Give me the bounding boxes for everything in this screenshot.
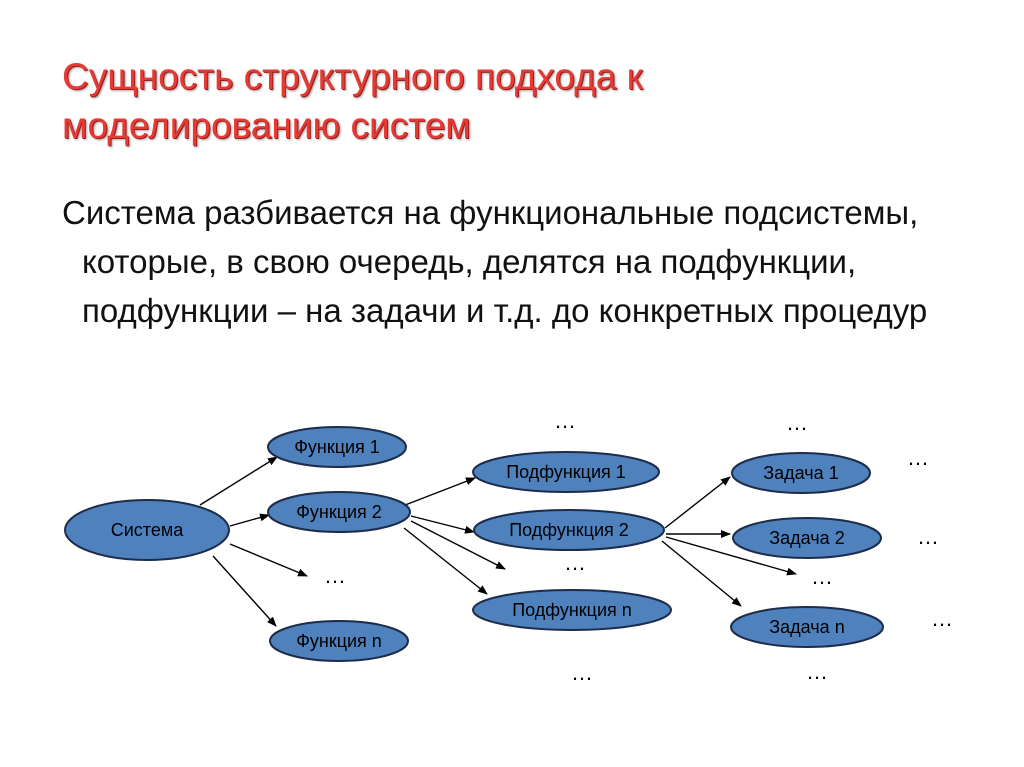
node-sub1-label: Подфункция 1 xyxy=(506,462,626,482)
body-paragraph: Система разбивается на функциональные по… xyxy=(62,194,928,329)
node-task1-label: Задача 1 xyxy=(763,463,838,483)
title-line-2: моделированию систем xyxy=(62,105,471,146)
title-line-1: Сущность структурного подхода к xyxy=(62,56,643,97)
arrows xyxy=(199,456,797,627)
ellipsis-functions: … xyxy=(324,563,346,588)
node-taskn: Задача n xyxy=(730,606,884,648)
ellipsis-task-middle: … xyxy=(811,564,833,589)
node-task2: Задача 2 xyxy=(732,517,882,559)
node-funcn-label: Функция n xyxy=(296,631,382,651)
ellipsis-task-top: … xyxy=(786,410,808,435)
node-taskn-label: Задача n xyxy=(769,617,844,637)
arrow-sub2-taskn xyxy=(661,540,742,607)
arrow-system-funcn xyxy=(212,555,277,627)
arrow-system-func2 xyxy=(229,513,270,527)
node-system-label: Система xyxy=(111,520,184,540)
arrow-func2-sub2 xyxy=(410,515,475,534)
node-func2-label: Функция 2 xyxy=(296,502,382,522)
ellipsis-right-2: … xyxy=(917,524,939,549)
ellipsis-task-bottom: … xyxy=(806,659,828,684)
node-task1: Задача 1 xyxy=(731,452,871,494)
node-subn: Подфункция n xyxy=(472,589,672,631)
node-func1-label: Функция 1 xyxy=(294,437,380,457)
node-subn-label: Подфункция n xyxy=(512,600,632,620)
arrow-func2-dots xyxy=(410,520,506,570)
arrow-func2-sub1 xyxy=(399,477,476,508)
arrow-sub2-task1 xyxy=(664,476,731,529)
node-funcn: Функция n xyxy=(269,620,409,662)
arrow-system-dots xyxy=(229,543,308,577)
node-sub1: Подфункция 1 xyxy=(472,451,660,493)
node-system: Система xyxy=(64,499,230,561)
ellipsis-sub-middle: … xyxy=(564,550,586,575)
node-sub2: Подфункция 2 xyxy=(473,509,665,551)
node-func2: Функция 2 xyxy=(267,491,411,533)
slide-title: Сущность структурного подхода к моделиро… xyxy=(62,52,962,150)
arrow-func2-subn xyxy=(403,527,488,595)
ellipsis-sub-top: … xyxy=(554,408,576,433)
node-task2-label: Задача 2 xyxy=(769,528,844,548)
node-func1: Функция 1 xyxy=(267,426,407,468)
ellipsis-marks: … … … … … … … … … … xyxy=(324,408,953,685)
arrow-sub2-dots xyxy=(665,536,797,576)
ellipsis-sub-bottom: … xyxy=(571,660,593,685)
ellipsis-right-3: … xyxy=(931,606,953,631)
ellipsis-right-1: … xyxy=(907,445,929,470)
node-sub2-label: Подфункция 2 xyxy=(509,520,629,540)
arrow-system-func1 xyxy=(199,456,278,506)
